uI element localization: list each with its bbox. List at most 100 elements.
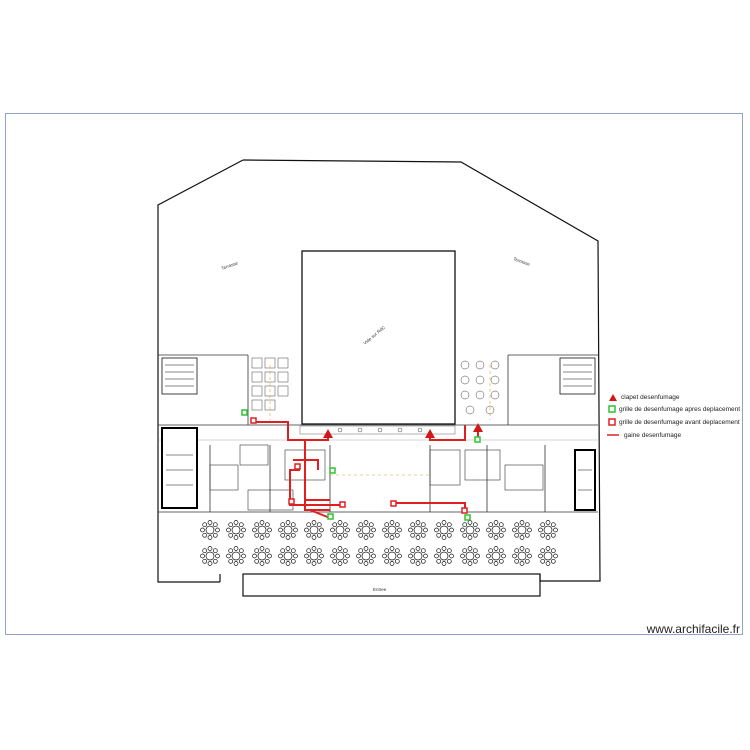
grilles-after: [241, 409, 481, 521]
chair: [467, 520, 473, 525]
chair: [410, 532, 416, 538]
chair: [493, 561, 499, 566]
service-rooms: [209, 444, 544, 511]
red-square-icon: [294, 463, 301, 470]
chair: [368, 548, 374, 554]
chair: [207, 546, 213, 551]
chair: [538, 527, 543, 533]
chair: [212, 522, 218, 528]
chair: [316, 532, 322, 538]
chair: [290, 532, 296, 538]
chair: [524, 522, 530, 528]
chair: [285, 546, 291, 551]
chair: [259, 535, 265, 540]
chair: [337, 561, 343, 566]
chair: [278, 527, 283, 533]
stair-cores: [161, 357, 596, 511]
chair: [290, 548, 296, 554]
damper-triangle-icon: [473, 423, 483, 432]
chair: [304, 527, 309, 533]
chair: [423, 553, 428, 559]
chair: [200, 527, 205, 533]
chair: [290, 558, 296, 564]
chair: [394, 532, 400, 538]
chair: [441, 535, 447, 540]
round-table: [439, 525, 449, 535]
chair: [363, 535, 369, 540]
chair: [420, 522, 426, 528]
chair: [358, 532, 364, 538]
entrance-label: Entree: [373, 587, 387, 592]
chair: [462, 558, 468, 564]
round-table: [491, 525, 501, 535]
smoke-ducts: [253, 421, 479, 519]
chair: [290, 522, 296, 528]
chair: [415, 561, 421, 566]
round-table: [413, 525, 423, 535]
chair: [332, 548, 338, 554]
round-table: [465, 551, 475, 561]
chair: [545, 520, 551, 525]
chair: [202, 558, 208, 564]
round-table: [283, 551, 293, 561]
chair: [550, 558, 556, 564]
legend-symbols: [607, 394, 619, 436]
chair: [420, 532, 426, 538]
chair: [316, 548, 322, 554]
chair: [356, 527, 361, 533]
red-square-icon: [608, 418, 616, 426]
chair: [449, 527, 454, 533]
chair: [332, 522, 338, 528]
chair: [498, 548, 504, 554]
chair: [278, 553, 283, 559]
round-table: [387, 551, 397, 561]
chair: [212, 558, 218, 564]
chair: [238, 522, 244, 528]
green-square-icon: [241, 409, 248, 416]
chair: [280, 532, 286, 538]
secondary-dashed-lines: [269, 365, 491, 476]
chair: [493, 546, 499, 551]
chair: [371, 553, 376, 559]
chair: [397, 553, 402, 559]
chair: [519, 546, 525, 551]
chair: [384, 558, 390, 564]
chair: [446, 522, 452, 528]
chair: [368, 522, 374, 528]
chair: [410, 558, 416, 564]
chair: [316, 558, 322, 564]
chair: [436, 558, 442, 564]
round-table: [517, 525, 527, 535]
chair: [306, 522, 312, 528]
chair: [267, 527, 272, 533]
round-table: [309, 525, 319, 535]
drawing-frame: [5, 113, 743, 635]
chair: [436, 522, 442, 528]
chair: [207, 520, 213, 525]
watermark: www.archifacile.fr: [646, 622, 740, 636]
chair: [337, 535, 343, 540]
chair: [389, 546, 395, 551]
legend-label: grille de desenfumage avant deplacement: [619, 419, 740, 426]
chair: [345, 553, 350, 559]
round-table: [283, 525, 293, 535]
round-table: [257, 551, 267, 561]
chair: [408, 553, 413, 559]
chair: [389, 535, 395, 540]
chair: [527, 527, 532, 533]
chair: [501, 553, 506, 559]
chair: [488, 522, 494, 528]
terrace-left-label: Terrasse: [221, 260, 239, 271]
triangle-damper-icon: [609, 394, 617, 401]
chair: [384, 532, 390, 538]
chair: [254, 548, 260, 554]
chair: [498, 558, 504, 564]
chair: [436, 532, 442, 538]
restaurant-tables: [200, 520, 558, 566]
red-square-icon: [461, 507, 468, 514]
chair: [233, 546, 239, 551]
chair: [207, 561, 213, 566]
chair: [293, 553, 298, 559]
chair: [394, 558, 400, 564]
chair: [475, 553, 480, 559]
